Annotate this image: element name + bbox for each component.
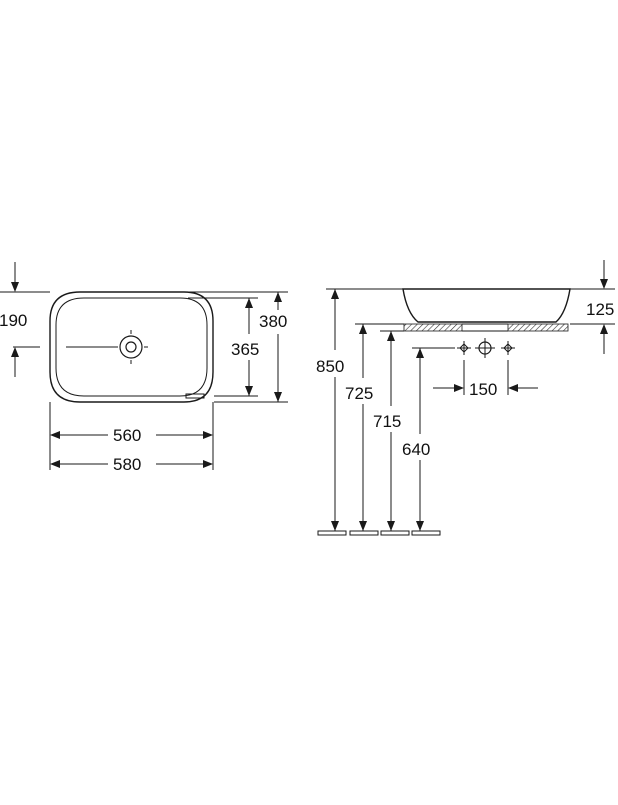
dim-label-640: 640 — [402, 440, 430, 459]
side-view: 150 125 850 725 — [316, 260, 615, 536]
floor-line — [317, 530, 441, 536]
tap-hole-icon — [475, 338, 495, 358]
overflow-slot — [185, 393, 205, 399]
basin-outer-outline — [49, 291, 214, 403]
dim-basin-height — [570, 260, 615, 354]
dim-label-365: 365 — [231, 340, 259, 359]
dim-outer-depth — [188, 291, 288, 403]
dim-counter-underside — [380, 330, 404, 531]
dim-outer-width — [50, 460, 213, 468]
top-view: 190 365 380 56 — [0, 262, 288, 474]
drain-icon — [114, 330, 148, 364]
dim-label-190: 190 — [0, 311, 27, 330]
dim-label-125: 125 — [586, 300, 614, 319]
dim-label-380: 380 — [259, 312, 287, 331]
dim-label-715: 715 — [373, 412, 401, 431]
countertop-left — [403, 323, 463, 332]
countertop-right — [507, 323, 569, 332]
dim-drain-height — [412, 347, 455, 531]
dim-label-150: 150 — [469, 380, 497, 399]
tap-hole-left-icon — [457, 341, 471, 355]
basin-inner-outline — [55, 297, 208, 397]
dim-counter-top — [355, 323, 404, 531]
dim-label-580: 580 — [113, 455, 141, 474]
dim-total-height — [326, 288, 403, 531]
dim-tap-spacing — [433, 360, 538, 395]
dim-label-560: 560 — [113, 426, 141, 445]
tap-hole-right-icon — [501, 341, 515, 355]
dim-inner-depth — [188, 297, 258, 397]
dim-label-725: 725 — [345, 384, 373, 403]
dim-overflow-offset — [0, 262, 118, 377]
dim-inner-width — [49, 402, 214, 470]
dim-label-850: 850 — [316, 357, 344, 376]
basin-side-profile — [402, 288, 571, 323]
